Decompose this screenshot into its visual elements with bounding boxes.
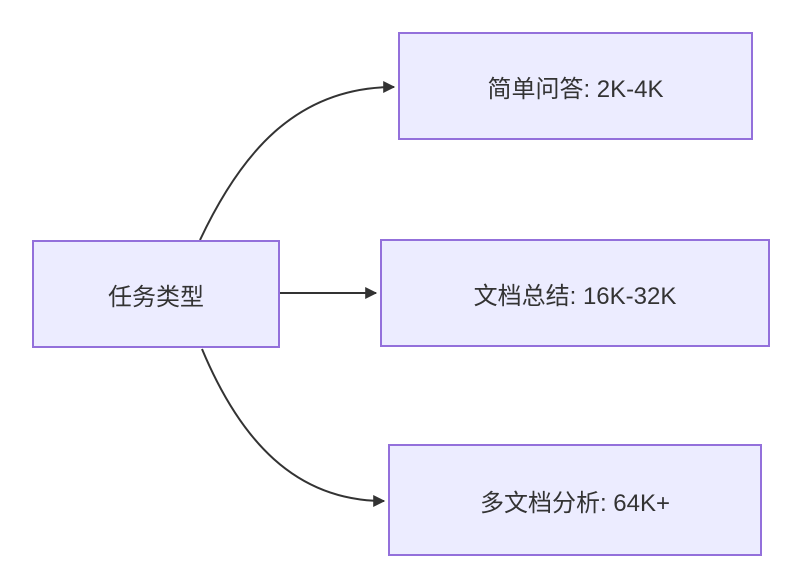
edge-root-to-multi-doc <box>201 348 386 507</box>
node-doc-summary-label: 文档总结: 16K-32K <box>473 282 677 310</box>
node-multi-doc-label: 多文档分析: 64K+ <box>479 489 671 517</box>
node-task-type-label: 任务类型 <box>108 283 204 311</box>
node-doc-summary: 文档总结: 16K-32K <box>380 239 770 347</box>
node-simple-qa: 简单问答: 2K-4K <box>398 32 753 140</box>
node-simple-qa-label: 简单问答: 2K-4K <box>487 75 664 103</box>
edge-root-to-simple-qa <box>199 81 396 241</box>
node-multi-doc: 多文档分析: 64K+ <box>388 444 762 556</box>
node-task-type: 任务类型 <box>32 240 280 348</box>
